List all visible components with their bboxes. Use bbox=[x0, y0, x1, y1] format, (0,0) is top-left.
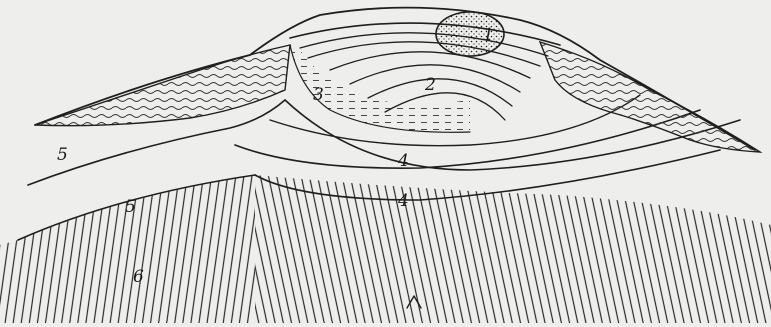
label-stratum-4-upper: 4 bbox=[397, 151, 409, 171]
label-stratum-5-lower: 5 bbox=[125, 197, 136, 217]
label-stratum-4-lower: 4 bbox=[397, 191, 409, 211]
label-stratum-1: 1 bbox=[483, 25, 494, 45]
label-stratum-3: 3 bbox=[313, 85, 324, 105]
label-stratum-2: 2 bbox=[424, 75, 436, 95]
stratum-6-hatched-base bbox=[0, 150, 771, 323]
left-flank-deposit bbox=[35, 45, 290, 126]
label-stratum-5-upper: 5 bbox=[57, 145, 68, 165]
label-stratum-6: 6 bbox=[133, 267, 144, 287]
right-flank-deposit bbox=[540, 42, 760, 152]
